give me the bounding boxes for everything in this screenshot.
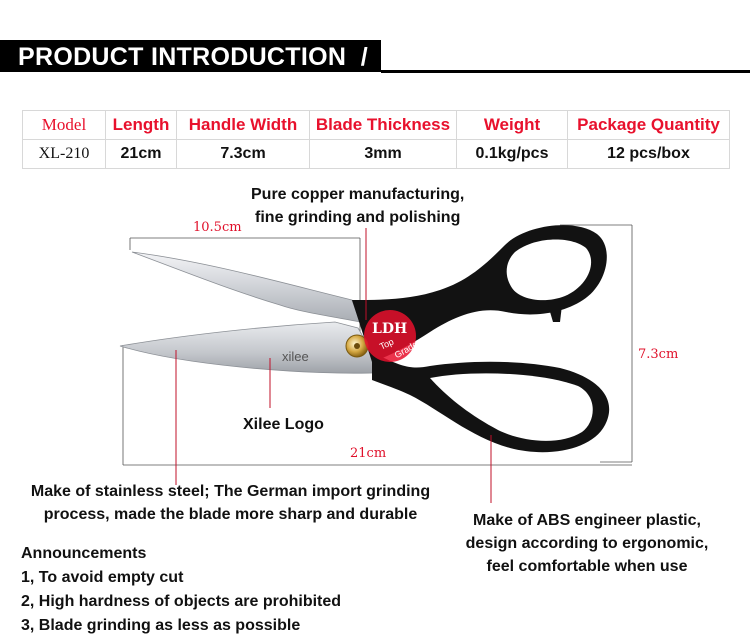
spec-header-row: Model Length Handle Width Blade Thicknes… [22, 110, 730, 140]
announcement-item: 2, High hardness of objects are prohibit… [21, 593, 342, 610]
upper-blade [131, 251, 361, 323]
callout-leaders [175, 228, 492, 503]
callout-abs: Make of ABS engineer plastic, design acc… [452, 509, 722, 578]
value-handle-width: 7.3cm [176, 139, 310, 169]
callout-logo: Xilee Logo [243, 416, 324, 433]
value-weight: 0.1kg/pcs [456, 139, 568, 169]
callout-steel-line-2: process, made the blade more sharp and d… [43, 506, 418, 523]
value-length: 21cm [105, 139, 177, 169]
callout-abs-line-2: design according to ergonomic, [465, 535, 709, 552]
blade-brand-logo: xilee [282, 349, 309, 364]
announcement-item: 3, Blade grinding as less as possible [21, 617, 301, 634]
callout-steel-line-1: Make of stainless steel; The German impo… [30, 483, 431, 500]
badge-text-1: LDH [372, 321, 407, 337]
dim-total-length: 21cm [350, 446, 387, 461]
dim-height: 7.3cm [638, 347, 679, 362]
header-weight: Weight [456, 110, 568, 140]
header-handle-width: Handle Width [176, 110, 310, 140]
dimension-lines [122, 224, 633, 466]
value-model: XL-210 [22, 139, 106, 169]
header-model: Model [22, 110, 106, 140]
value-package-quantity: 12 pcs/box [567, 139, 730, 169]
announcement-item: 1, To avoid empty cut [21, 569, 184, 586]
spec-value-row: XL-210 21cm 7.3cm 3mm 0.1kg/pcs 12 pcs/b… [22, 139, 730, 169]
section-banner: PRODUCT INTRODUCTION / [0, 40, 381, 72]
callout-abs-line-1: Make of ABS engineer plastic, [473, 512, 701, 529]
upper-handle-tang [548, 305, 562, 322]
announcements-title: Announcements [21, 545, 147, 562]
upper-handle-hole [506, 239, 592, 301]
header-blade-thickness: Blade Thickness [309, 110, 457, 140]
lower-blade [119, 321, 393, 374]
banner-rule [381, 70, 750, 73]
pivot-screw-center [354, 343, 360, 349]
value-blade-thickness: 3mm [309, 139, 457, 169]
callout-copper: Pure copper manufacturing, fine grinding… [251, 183, 464, 229]
callout-abs-line-3: feel comfortable when use [486, 558, 688, 575]
banner-title: PRODUCT INTRODUCTION / [18, 43, 368, 71]
lower-handle-hole [430, 373, 593, 441]
dim-blade-length: 10.5cm [193, 220, 242, 235]
header-package-quantity: Package Quantity [567, 110, 730, 140]
callout-copper-line-1: Pure copper manufacturing, [251, 186, 465, 203]
spec-table: Model Length Handle Width Blade Thicknes… [22, 110, 730, 169]
callout-steel: Make of stainless steel; The German impo… [8, 480, 453, 526]
callout-copper-line-2: fine grinding and polishing [255, 209, 461, 226]
